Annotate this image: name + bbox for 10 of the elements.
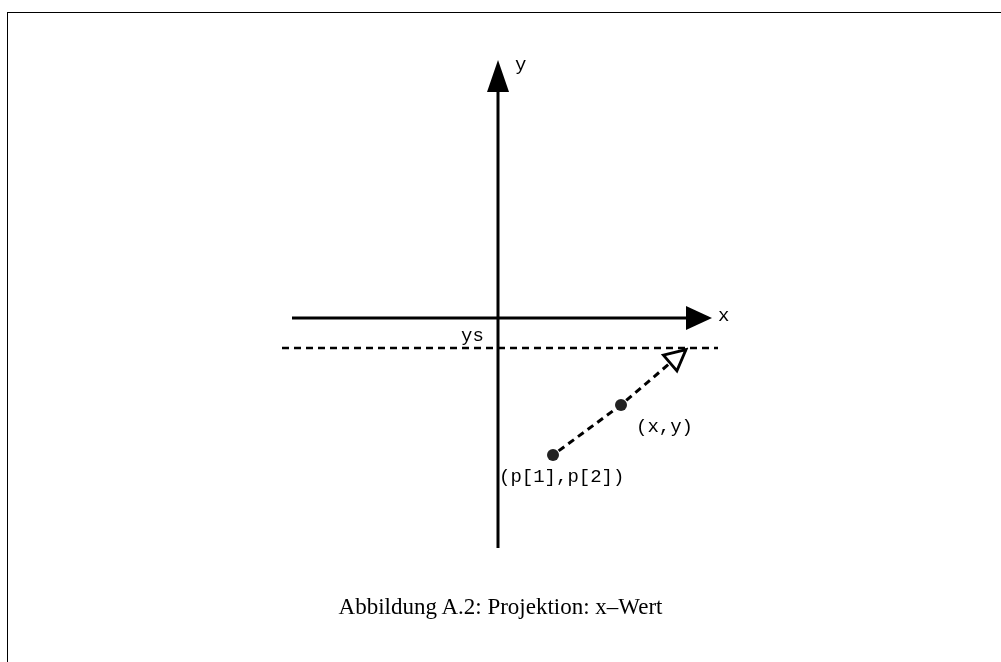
point-dot <box>615 399 627 411</box>
axis-label: x <box>718 307 730 326</box>
dashed-arrow <box>625 348 688 402</box>
figure-caption: Abbildung A.2: Projektion: x–Wert <box>337 594 664 620</box>
point-label: (p[1],p[2]) <box>499 468 625 487</box>
dashed-line <box>282 346 718 350</box>
axis-label: ys <box>461 327 484 346</box>
axis-label: y <box>515 56 527 75</box>
point-label: (x,y) <box>636 418 693 437</box>
point-dot <box>547 449 559 461</box>
